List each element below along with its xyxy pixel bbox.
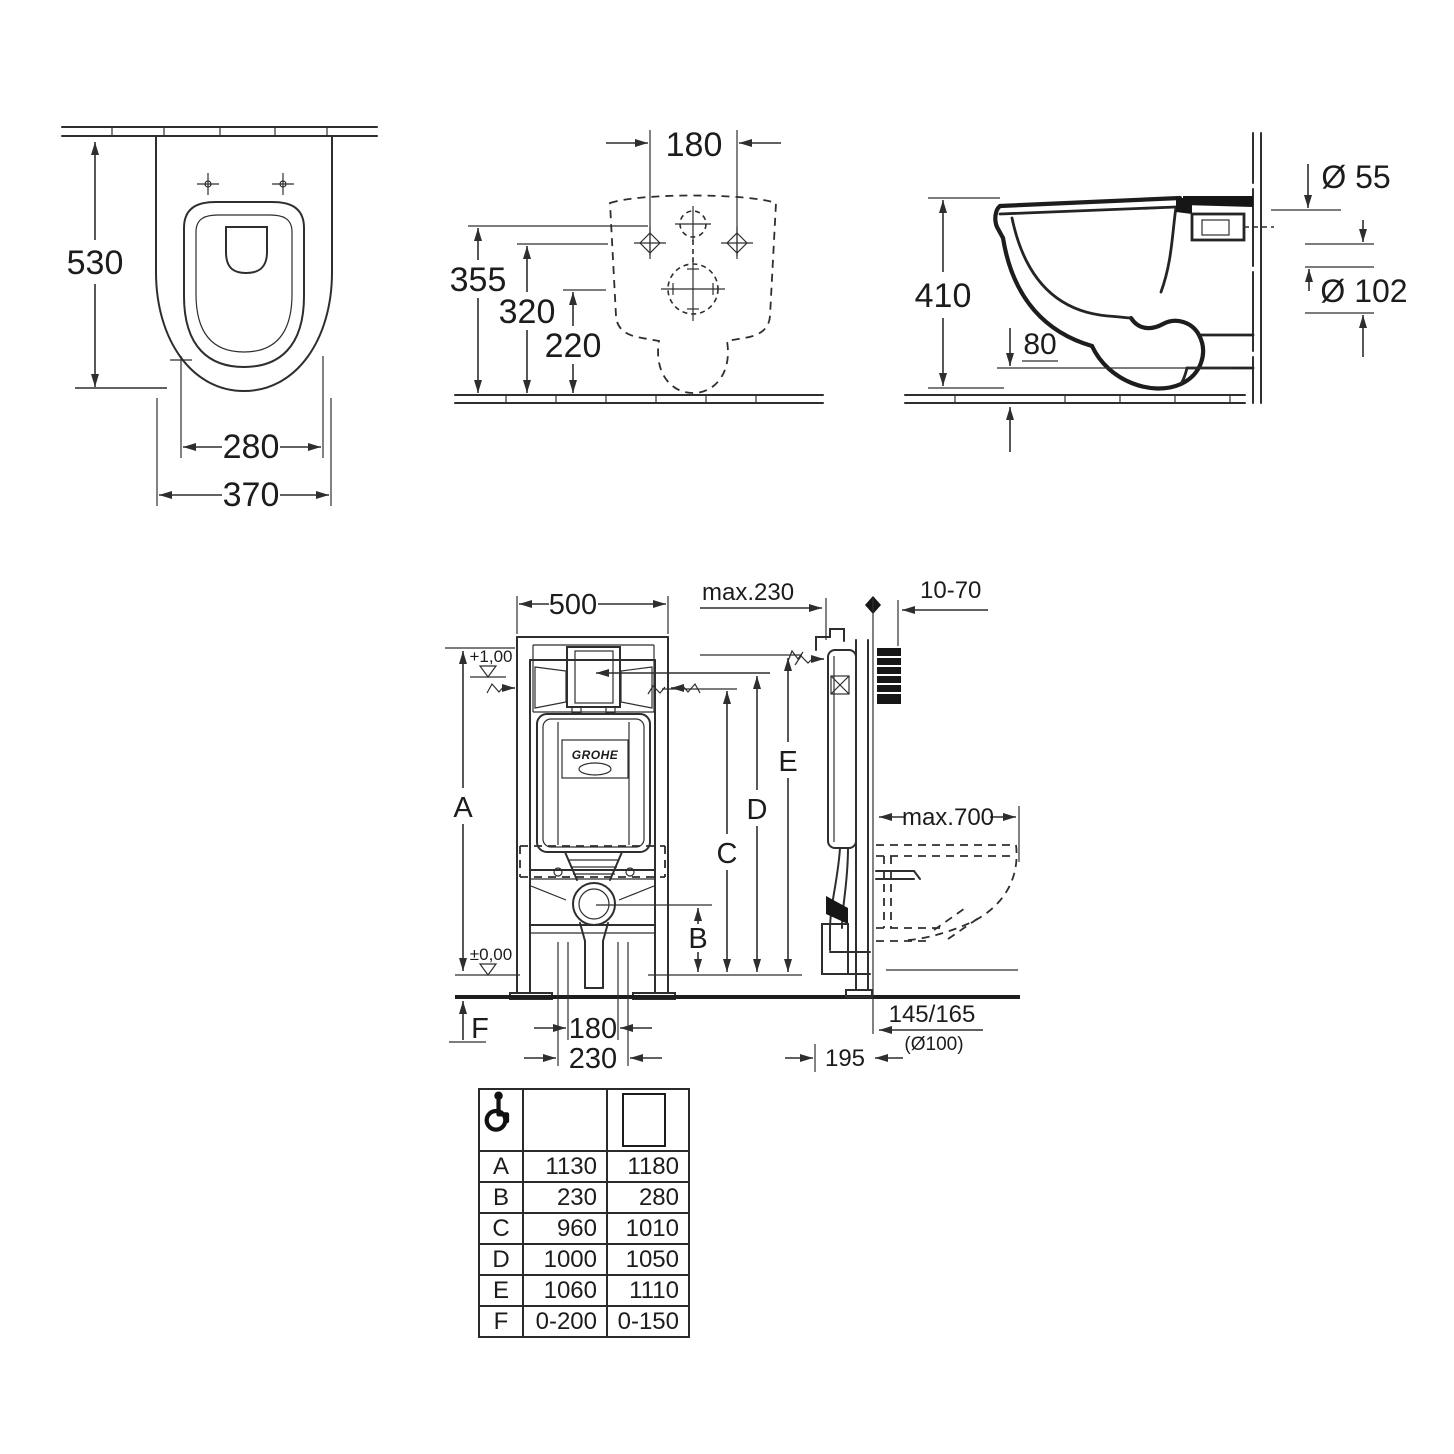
row-standard-value: 1060 bbox=[522, 1274, 608, 1307]
dim-bottom-clearance: 80 bbox=[1023, 328, 1056, 361]
row-label: D bbox=[478, 1243, 524, 1276]
dim-faceplate-range: 10-70 bbox=[920, 577, 981, 604]
row-standard-value: 230 bbox=[522, 1181, 608, 1214]
row-label: E bbox=[478, 1274, 524, 1307]
dim-drain-pipe-dia: (Ø100) bbox=[904, 1034, 963, 1055]
row-accessible-value: 1050 bbox=[606, 1243, 690, 1276]
floor-level-mark: ±0,00 bbox=[470, 945, 512, 964]
table-row: C 960 1010 bbox=[478, 1212, 690, 1245]
toilet-rear-outline bbox=[609, 194, 777, 394]
dim-frame-width: 500 bbox=[549, 589, 597, 621]
row-standard-value: 0-200 bbox=[522, 1305, 608, 1338]
header-accessible bbox=[484, 1088, 690, 1152]
dim-height-top: 355 bbox=[450, 261, 507, 299]
faceplate-shaft bbox=[877, 648, 901, 704]
table-header-row bbox=[478, 1088, 690, 1152]
row-standard-value: 960 bbox=[522, 1212, 608, 1245]
row-standard-value: 1130 bbox=[522, 1150, 608, 1183]
table-row: F 0-200 0-150 bbox=[478, 1305, 690, 1338]
dim-seat-width: 280 bbox=[223, 428, 280, 466]
cistern-side bbox=[827, 649, 857, 849]
dim-bowl-depth: max.700 bbox=[902, 804, 994, 831]
outlet-marker bbox=[661, 257, 725, 321]
dim-b: B bbox=[688, 923, 707, 955]
dim-flush-hole: Ø 55 bbox=[1321, 159, 1390, 195]
frame-front-view: 500 bbox=[445, 589, 1020, 1075]
dim-wall-bracket-depth: max.230 bbox=[702, 579, 794, 606]
row-accessible-value: 1010 bbox=[606, 1212, 690, 1245]
dim-bolt-spacing: 180 bbox=[569, 1013, 617, 1045]
frame-side-structure bbox=[794, 628, 901, 998]
bolt-hole-marker bbox=[634, 227, 753, 259]
dim-outlet-hole: Ø 102 bbox=[1320, 273, 1407, 309]
row-accessible-value: 1110 bbox=[606, 1274, 690, 1307]
row-label: C bbox=[478, 1212, 524, 1245]
row-standard-value: 1000 bbox=[522, 1243, 608, 1276]
brand-label: GROHE bbox=[572, 748, 619, 762]
toilet-outline bbox=[155, 135, 333, 393]
row-accessible-value: 280 bbox=[606, 1181, 690, 1214]
row-label: F bbox=[478, 1305, 524, 1338]
dim-hole-spacing: 180 bbox=[666, 126, 723, 164]
dim-a: A bbox=[453, 792, 473, 824]
upper-level-mark: +1,00 bbox=[469, 647, 512, 666]
table-row: B 230 280 bbox=[478, 1181, 690, 1214]
brand-plate bbox=[561, 739, 629, 779]
dim-side-height: 410 bbox=[915, 277, 972, 315]
row-accessible-value: 0-150 bbox=[606, 1305, 690, 1338]
toilet-section-outline bbox=[993, 195, 1274, 391]
dim-drain-height: 145/165 bbox=[889, 1001, 976, 1028]
row-label: A bbox=[478, 1150, 524, 1183]
row-accessible-value: 1180 bbox=[606, 1150, 690, 1183]
drain-socket bbox=[572, 882, 616, 926]
table-row: E 1060 1110 bbox=[478, 1274, 690, 1307]
dim-height-outlet: 220 bbox=[545, 327, 602, 365]
header-empty-2 bbox=[522, 1088, 608, 1152]
toilet-side-view: 410 80 Ø 55 Ø 102 bbox=[904, 132, 1408, 452]
table-row: A 1130 1180 bbox=[478, 1150, 690, 1183]
frame-side-view: max.230 10-70 bbox=[700, 577, 1020, 1072]
dim-c: C bbox=[717, 838, 738, 870]
support-bracket bbox=[826, 896, 848, 924]
dim-height-holes: 320 bbox=[499, 293, 556, 331]
fixing-template bbox=[519, 845, 666, 878]
water-inlet-marker bbox=[675, 206, 711, 242]
wheelchair-icon bbox=[484, 1091, 666, 1147]
toilet-rear-view: 180 bbox=[450, 126, 824, 404]
flush-plate bbox=[566, 646, 621, 708]
dim-d: D bbox=[747, 794, 768, 826]
dim-drain-offset: 230 bbox=[569, 1043, 617, 1075]
row-label: B bbox=[478, 1181, 524, 1214]
dimension-table: A 1130 1180 B 230 280 C 960 1010 D 1000 … bbox=[478, 1088, 690, 1338]
dim-e: E bbox=[778, 746, 797, 778]
dim-frame-depth: 195 bbox=[825, 1045, 865, 1072]
dim-outer-width: 370 bbox=[223, 476, 280, 514]
dim-top-depth: 530 bbox=[67, 244, 124, 282]
toilet-dashed-outline bbox=[875, 844, 1018, 942]
cistern: GROHE bbox=[532, 644, 655, 989]
fixing-hole-cross bbox=[197, 173, 294, 195]
toilet-top-view: 530 280 370 bbox=[61, 126, 378, 514]
dim-f: F bbox=[471, 1013, 489, 1045]
table-row: D 1000 1050 bbox=[478, 1243, 690, 1276]
